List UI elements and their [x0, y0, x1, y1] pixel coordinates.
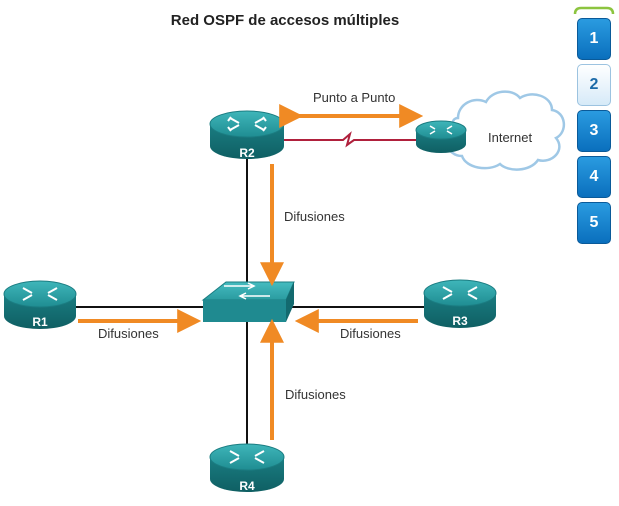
router-icon: [3, 280, 77, 329]
internet-router[interactable]: [415, 120, 467, 153]
nav-step-4[interactable]: 4: [577, 156, 611, 198]
nav-step-3[interactable]: 3: [577, 110, 611, 152]
label-broadcast-r3: Difusiones: [340, 326, 401, 341]
router-icon: [415, 120, 467, 153]
router-icon: [209, 110, 285, 159]
router-r4[interactable]: R4: [209, 443, 285, 493]
label-broadcast-r4: Difusiones: [285, 387, 346, 402]
label-broadcast-r2: Difusiones: [284, 209, 345, 224]
router-r2[interactable]: R2: [209, 110, 285, 160]
router-label-r2: R2: [239, 146, 255, 160]
router-icon: [423, 279, 497, 328]
internet-label: Internet: [488, 130, 532, 145]
router-label-r3: R3: [452, 314, 468, 328]
nav-step-1[interactable]: 1: [577, 18, 611, 60]
router-r3[interactable]: R3: [423, 279, 497, 328]
label-broadcast-r1: Difusiones: [98, 326, 159, 341]
label-point-to-point: Punto a Punto: [313, 90, 395, 105]
router-label-r1: R1: [32, 315, 48, 329]
router-icon: [209, 443, 285, 492]
serial-link-r2-internet: [283, 131, 418, 148]
router-label-r4: R4: [239, 479, 255, 493]
multiaccess-switch[interactable]: [201, 281, 295, 322]
nav-step-5[interactable]: 5: [577, 202, 611, 244]
nav-step-2[interactable]: 2: [577, 64, 611, 106]
diagram-title: Red OSPF de accesos múltiples: [170, 12, 400, 29]
router-r1[interactable]: R1: [3, 280, 77, 329]
nav-track: [573, 6, 615, 504]
step-navigation: 1 2 3 4 5: [572, 6, 616, 504]
ospf-diagram: Internet R2 R1: [3, 90, 565, 493]
switch-icon: [201, 281, 295, 322]
